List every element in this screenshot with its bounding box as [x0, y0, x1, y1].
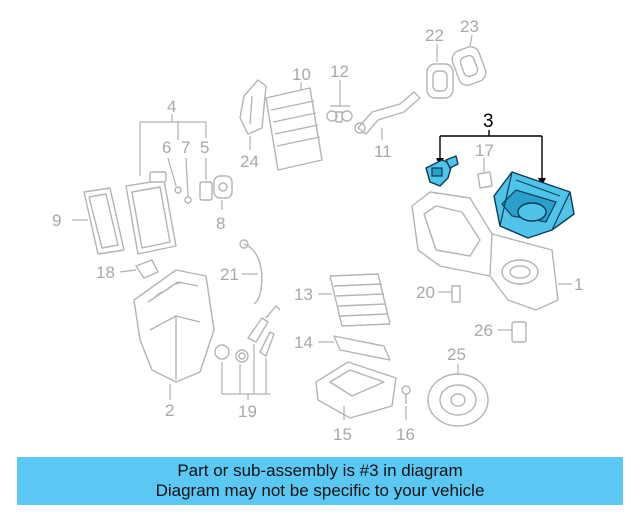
part-18-clip [119, 259, 159, 279]
part-23-gasket [451, 34, 487, 86]
callout-17: 17 [475, 141, 494, 160]
callout-9: 9 [52, 211, 61, 230]
part-24-bracket [239, 79, 267, 150]
callout-6: 6 [162, 138, 171, 157]
callout-11: 11 [374, 142, 392, 161]
part-9-filter [72, 187, 125, 255]
callout-23: 23 [460, 17, 479, 36]
callout-4: 4 [167, 97, 176, 116]
parts-diagram: 22 23 10 12 11 24 [52, 17, 583, 444]
callout-16: 16 [396, 425, 415, 444]
banner-line-2: Diagram may not be specific to your vehi… [155, 481, 485, 500]
callout-2: 2 [165, 401, 174, 420]
callout-26: 26 [474, 321, 493, 340]
callout-10: 10 [292, 65, 311, 84]
callout-18: 18 [96, 263, 115, 282]
part-13-cabin-filter [318, 273, 391, 327]
callout-8: 8 [216, 214, 225, 233]
part-14-bracket [318, 335, 391, 361]
part-2-housing [133, 269, 215, 400]
callout-20: 20 [416, 283, 435, 302]
callout-3: 3 [483, 111, 494, 132]
part-4-leader [139, 114, 207, 176]
part-8-actuator [213, 175, 233, 210]
part-11-pipe [354, 91, 421, 140]
callout-12: 12 [330, 62, 349, 81]
part-5-sensor [199, 158, 213, 201]
callout-25: 25 [447, 345, 466, 364]
callout-14: 14 [294, 333, 313, 352]
callout-19: 19 [238, 402, 257, 421]
part-22-gasket [426, 44, 454, 99]
part-4-heater-core [125, 171, 177, 255]
part-16-screw [401, 385, 411, 420]
part-26-resistor [498, 321, 527, 343]
part-15-cover [315, 361, 397, 420]
callout-15: 15 [333, 425, 352, 444]
part-21-hose [239, 239, 263, 305]
part-3-housing-highlighted [493, 171, 575, 239]
part-12-valve [326, 80, 353, 123]
part-1-hvac-housing [411, 191, 572, 311]
part-17-clip [477, 158, 493, 189]
callout-21: 21 [220, 265, 239, 284]
part-10-evaporator [265, 82, 323, 171]
info-banner: Part or sub-assembly is #3 in diagram Di… [17, 457, 623, 505]
callout-22: 22 [425, 26, 444, 45]
part-25-blower-motor [427, 364, 489, 427]
part-6-7-rings [167, 157, 192, 204]
callout-13: 13 [294, 285, 313, 304]
part-20-fastener [438, 285, 461, 303]
part-19-group [214, 305, 281, 400]
callout-5: 5 [200, 138, 209, 157]
callout-7: 7 [181, 138, 190, 157]
banner-line-1: Part or sub-assembly is #3 in diagram [177, 461, 463, 480]
part-3-actuator-highlighted [425, 155, 459, 187]
callout-1: 1 [574, 275, 583, 294]
callout-24: 24 [240, 152, 259, 171]
